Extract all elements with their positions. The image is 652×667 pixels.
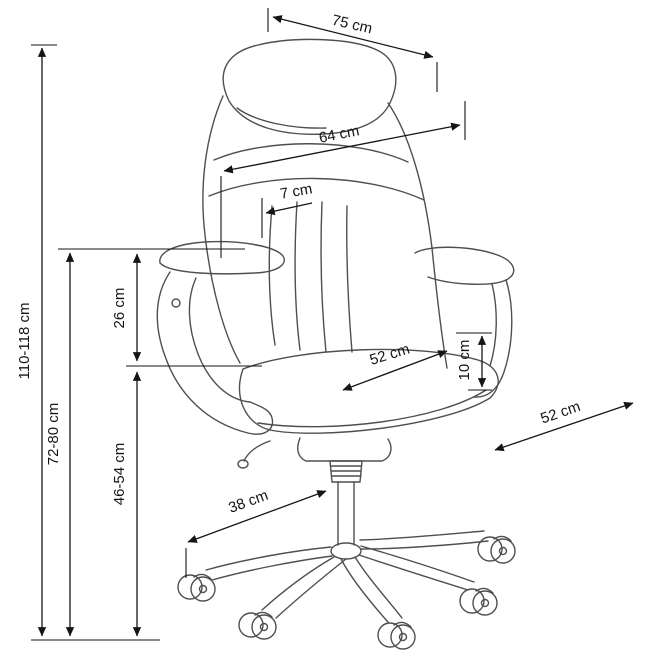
dimension-overall-height: 110-118 cm [16,44,160,641]
dimension-seat-to-armrest: 26 cm [111,253,262,367]
dimension-line [494,401,634,452]
dimension-floor-to-armrest: 72-80 cm [45,248,245,637]
dimension-label: 10 cm [456,340,473,381]
dimension-label: 64 cm [317,122,360,146]
chair-headrest [222,38,397,135]
dimension-line [265,202,313,216]
dimension-label: 75 cm [330,12,374,38]
dimension-armrest-pad-width: 7 cm [261,180,314,238]
chair-casters [177,535,516,650]
chair-seat [238,348,499,434]
dimension-line [272,15,434,59]
dimension-base-arm-reach: 38 cm [185,487,327,578]
dimension-line [342,350,448,391]
dimension-line [223,122,461,174]
dimension-overall-width-top: 75 cm [267,8,438,92]
dimension-label: 110-118 cm [16,303,33,380]
chair-armrest-right [414,246,515,398]
dimension-line [187,490,327,543]
dimension-label: 26 cm [111,288,128,329]
dimension-seat-width: 52 cm [342,341,448,391]
chair-gas-lift [329,460,363,546]
dimension-label: 52 cm [368,341,412,369]
dimension-seat-height: 46-54 cm [111,371,142,637]
dimension-seat-depth: 52 cm [494,398,634,452]
chair-armrest-left [156,240,285,435]
dimension-label: 7 cm [279,180,314,202]
dimension-label: 72-80 cm [45,403,62,466]
dimension-label: 38 cm [226,487,270,517]
chair-drawing [156,38,516,650]
chair-base [205,530,489,623]
dimension-cushion-thickness: 10 cm [456,332,492,391]
dimension-label: 46-54 cm [111,443,128,506]
chair-mechanism [237,437,392,469]
